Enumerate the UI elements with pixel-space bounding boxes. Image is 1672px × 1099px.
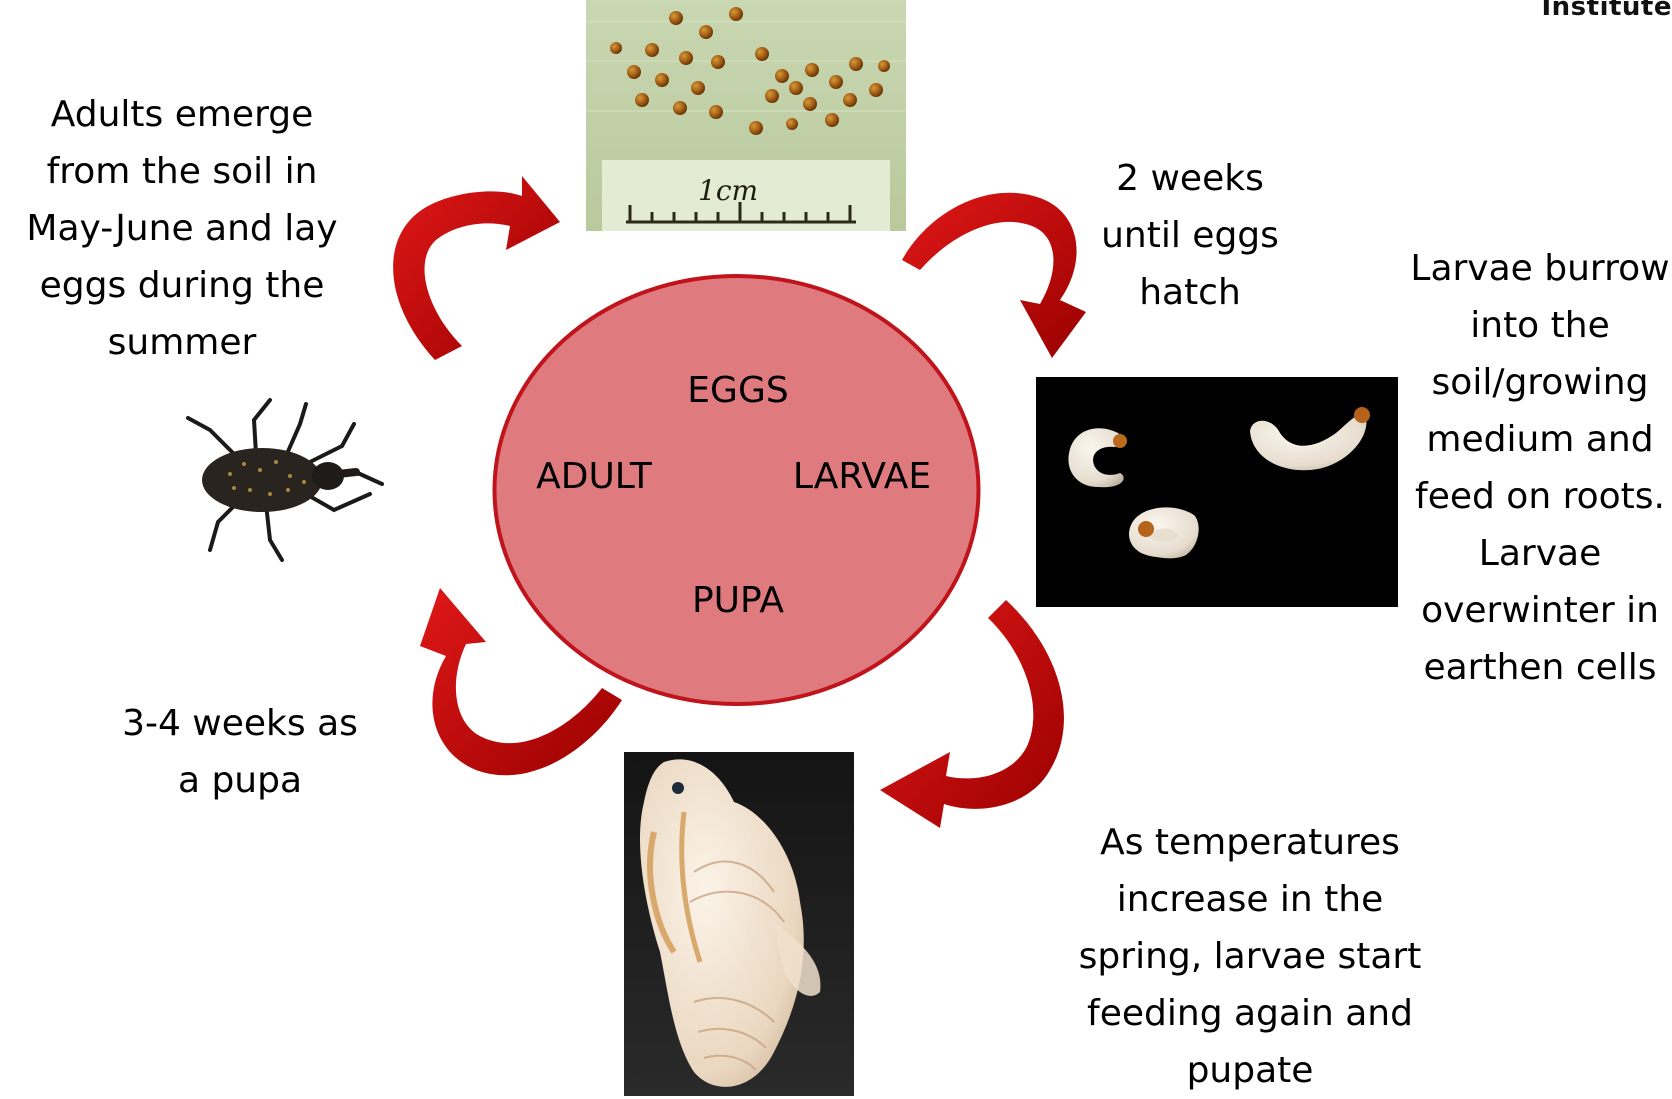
caption-larvae: Larvae burrow into the soil/growing medi… — [1408, 240, 1672, 696]
caption-eggs-hatch: 2 weeks until eggs hatch — [1080, 150, 1300, 321]
stage-label-eggs: EGGS — [687, 370, 788, 411]
stage-label-larvae: LARVAE — [793, 456, 931, 497]
caption-adults: Adults emerge from the soil in May-June … — [6, 86, 358, 371]
stage-label-adult: ADULT — [536, 456, 652, 497]
life-cycle-circle: EGGS ADULT LARVAE PUPA — [491, 272, 982, 708]
stage-label-pupa: PUPA — [692, 580, 784, 621]
caption-pupa: 3-4 weeks as a pupa — [110, 695, 370, 809]
caption-pupate: As temperatures increase in the spring, … — [1050, 814, 1450, 1099]
